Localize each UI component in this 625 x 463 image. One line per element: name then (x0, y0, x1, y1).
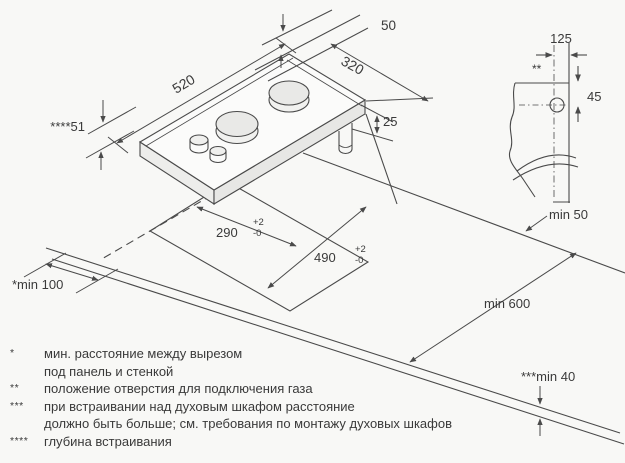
dim-125-label: 125 (550, 31, 572, 46)
burner-left (215, 110, 259, 145)
dim-line-520 (116, 43, 286, 144)
ref-line-51-bottom (85, 130, 135, 159)
dim-min50-label: min 50 (549, 207, 588, 222)
projection-line (365, 113, 398, 205)
dim-51-label: ****51 (50, 119, 85, 134)
gas-hole-footnote-mark: ** (532, 62, 542, 76)
dim-line-320 (330, 43, 429, 102)
ref-line-51-top (87, 106, 137, 135)
ext-tick (107, 136, 129, 154)
footnote-lines: мин. расстояние между вырезом под панель … (44, 345, 242, 380)
dim-490-tol-plus: +2 (355, 244, 366, 255)
ref-line (267, 27, 369, 82)
ext-line (365, 97, 434, 102)
ext-line-25-bottom (351, 128, 394, 142)
footnote-line: должно быть больше; см. требования по мо… (44, 416, 452, 432)
gas-pipe (338, 123, 353, 155)
footnote-line: при встраивании над духовым шкафом расст… (44, 398, 355, 414)
burner-right (268, 80, 310, 113)
dim-50-label: 50 (381, 18, 396, 33)
dimension-labels: 50 520 320 25 ****51 290 +2 -0 490 +2 -0… (12, 18, 601, 384)
dim-520-label: 520 (169, 71, 197, 97)
footnote-marker: ** (10, 382, 20, 395)
footnotes: * мин. расстояние между вырезом под панель… (6, 345, 452, 451)
hob-drawing (138, 53, 367, 206)
footnote-line: глубина встраивания (44, 433, 172, 449)
dim-320-label: 320 (339, 53, 367, 78)
dim-290-tol-plus: +2 (253, 217, 264, 228)
detail-break-edge (508, 82, 536, 198)
dim-line-min100 (45, 263, 99, 281)
dim-25-label: 25 (383, 114, 397, 129)
footnote-row: * мин. расстояние между вырезом под панель… (6, 345, 452, 380)
leader-min50 (525, 215, 548, 232)
worktop-front-thickness-edge (51, 258, 625, 445)
footnote-row: ** положение отверстия для подключения га… (6, 380, 452, 398)
hob-rear-ext-line (254, 14, 361, 71)
footnote-line: положение отверстия для подключения газа (44, 381, 313, 397)
ext-line-25-top (360, 104, 394, 123)
footnote-row: *** при встраивании над духовым шкафом ра… (6, 398, 452, 433)
dim-490-label: 490 (314, 250, 336, 265)
detail-break-arc (512, 163, 579, 181)
footnote-row: **** глубина встраивания (6, 433, 452, 451)
dimension-lines (23, 9, 577, 436)
dim-45-label: 45 (587, 89, 601, 104)
ext-tick (275, 37, 297, 54)
dim-min100-label: *min 100 (12, 277, 63, 292)
dim-290-label: 290 (216, 225, 238, 240)
worktop-front-edge (45, 247, 621, 434)
ref-line (75, 268, 119, 294)
footnote-lines: при встраивании над духовым шкафом расст… (44, 398, 452, 433)
detail-break-arc (516, 154, 577, 172)
knob-2 (209, 145, 227, 164)
wall-ref-line (261, 9, 333, 46)
footnote-lines: положение отверстия для подключения газа (44, 380, 313, 398)
projection-dashed-line (99, 194, 213, 261)
dim-490-tol-minus: -0 (355, 255, 363, 266)
dim-290-tol-minus: -0 (253, 228, 261, 239)
footnote-marker: **** (10, 434, 29, 447)
dim-line-490 (267, 206, 367, 289)
ref-line (23, 252, 67, 278)
dim-min40-label: ***min 40 (521, 369, 575, 384)
footnote-lines: глубина встраивания (44, 433, 172, 451)
footnote-marker: * (10, 347, 15, 359)
footnote-line: мин. расстояние между вырезом (44, 346, 243, 361)
gas-hole-detail (508, 43, 587, 203)
footnote-marker: *** (10, 399, 24, 412)
footnote-line: под панель и стенкой (44, 363, 174, 379)
dim-min600-label: min 600 (484, 296, 530, 311)
dim-line-min600 (409, 252, 577, 363)
